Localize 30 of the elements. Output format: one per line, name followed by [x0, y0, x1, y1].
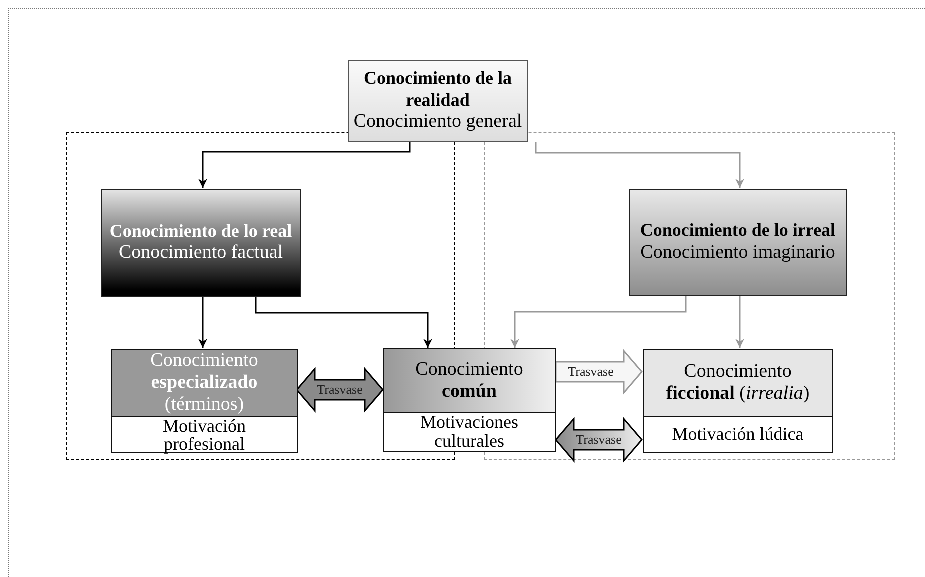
knowledge-box — [629, 189, 847, 296]
box-heading: Conocimiento de la realidad — [363, 68, 513, 112]
box-subtitle: Conocimiento factual — [118, 242, 284, 266]
edge-label: Trasvase — [576, 432, 622, 448]
edge-label: Trasvase — [317, 382, 363, 398]
motivation-text: Motivación profesional — [162, 416, 247, 454]
block-arrow — [555, 348, 643, 396]
arrow — [255, 296, 432, 348]
motivation-text: Motivaciones culturales — [420, 413, 520, 451]
block-arrow — [296, 366, 384, 414]
box-heading: Conocimiento de lo real — [110, 220, 292, 242]
knowledge-box — [101, 189, 301, 297]
edge-label: Trasvase — [568, 364, 614, 380]
knowledge-card — [643, 349, 833, 453]
arrow — [510, 295, 687, 348]
knowledge-type: Conocimiento común — [384, 349, 555, 414]
knowledge-card — [383, 348, 556, 452]
arrow — [198, 296, 208, 348]
arrow — [535, 142, 744, 188]
knowledge-type: Conocimiento ficcional (irrealia) — [644, 350, 832, 417]
motivation-text: Motivación lúdica — [671, 423, 805, 446]
arrow — [198, 142, 411, 188]
knowledge-card — [111, 349, 298, 453]
arrow — [736, 295, 744, 348]
knowledge-box — [348, 60, 528, 142]
knowledge-type: Conocimiento especializado (términos) — [112, 350, 297, 417]
box-heading: Conocimiento de lo irreal — [640, 220, 836, 242]
box-subtitle: Conocimiento imaginario — [640, 242, 836, 265]
box-subtitle: Conocimiento general — [354, 111, 522, 134]
block-arrow — [555, 416, 643, 464]
